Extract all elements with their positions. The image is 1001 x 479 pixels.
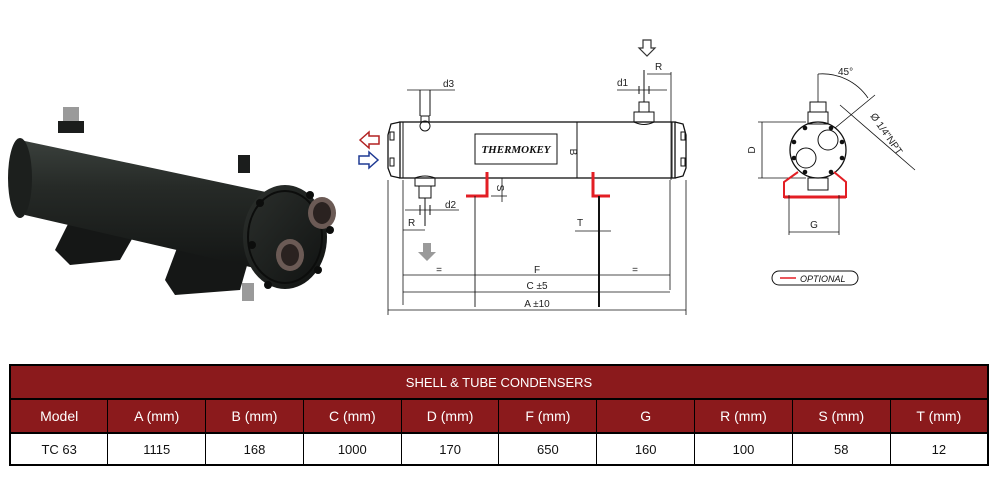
col-header-model: Model — [9, 398, 109, 434]
shell-outline — [399, 121, 676, 179]
cap-bolts — [248, 191, 334, 289]
end-top-fitting — [809, 101, 827, 113]
end-disc — [789, 121, 847, 179]
col-header-d: D (mm) — [400, 398, 500, 434]
right-end-cap — [674, 121, 687, 179]
dim-label-t: T — [577, 218, 583, 229]
cell-b: 168 — [205, 432, 304, 466]
drain-arrow-icon — [418, 243, 436, 261]
spec-table: SHELL & TUBE CONDENSERS Model A (mm) B (… — [9, 364, 989, 466]
dim-label-angle: 45° — [838, 67, 853, 78]
col-header-a: A (mm) — [107, 398, 207, 434]
cell-a: 1115 — [107, 432, 207, 466]
cell-f: 650 — [498, 432, 598, 466]
optional-legend-label: OPTIONAL — [800, 274, 846, 284]
brand-label: THERMOKEY — [481, 144, 551, 156]
cell-r: 100 — [694, 432, 793, 466]
dim-label-g: G — [810, 220, 818, 231]
col-header-g: G — [596, 398, 696, 434]
table-row: TC 63 1115 168 1000 170 650 160 100 58 1… — [9, 432, 989, 466]
dim-label-r-top: R — [655, 62, 662, 73]
cell-g: 160 — [596, 432, 696, 466]
cell-model: TC 63 — [9, 432, 109, 466]
cell-d: 170 — [400, 432, 500, 466]
dim-label-d: D — [747, 146, 758, 153]
dim-label-d1: d1 — [617, 78, 629, 89]
dim-label-eq-right: = — [632, 265, 638, 276]
d1-fitting — [638, 101, 650, 113]
dim-label-npt: Ø 1/4"NPT — [868, 111, 905, 157]
top-inlet-arrow-icon — [637, 39, 657, 57]
optional-legend — [771, 270, 859, 286]
col-header-s: S (mm) — [791, 398, 891, 434]
dim-label-s: S — [494, 185, 505, 192]
table-header-row: Model A (mm) B (mm) C (mm) D (mm) F (mm)… — [9, 398, 989, 434]
right-end-cap — [243, 185, 327, 289]
side-view-drawing: THERMOKEY B d3 d1 R d2 R S T = F = C ±5 — [358, 39, 687, 315]
col-header-b: B (mm) — [205, 398, 304, 434]
brand-plate — [474, 133, 558, 165]
cell-s: 58 — [791, 432, 891, 466]
product-photo — [8, 107, 336, 301]
top-fitting-small — [238, 155, 250, 173]
left-end-cap — [8, 138, 32, 218]
dim-label-r-bottom: R — [408, 218, 415, 229]
dim-label-d2: d2 — [445, 200, 457, 211]
refrigerant-out-arrow-icon — [358, 130, 380, 150]
inlet-fitting — [63, 107, 79, 123]
table-title: SHELL & TUBE CONDENSERS — [9, 364, 989, 400]
optional-feet — [466, 172, 610, 198]
left-end-cap — [387, 121, 401, 179]
d2-fitting — [414, 175, 436, 187]
outlet-fitting — [242, 283, 254, 301]
refrigerant-in-arrow-icon — [358, 150, 380, 170]
dim-label-c: C ±5 — [526, 281, 547, 292]
cell-c: 1000 — [302, 432, 402, 466]
shell-body — [13, 140, 292, 275]
col-header-r: R (mm) — [694, 398, 793, 434]
dim-label-f: F — [534, 265, 540, 276]
col-header-f: F (mm) — [498, 398, 598, 434]
dim-label-a: A ±10 — [524, 299, 550, 310]
col-header-c: C (mm) — [302, 398, 402, 434]
cell-t: 12 — [889, 432, 989, 466]
dim-label-b: B — [567, 149, 578, 156]
end-view-drawing: 45° Ø 1/4"NPT D G OPTIONAL — [747, 67, 916, 286]
optional-support — [783, 171, 847, 198]
dim-label-d3: d3 — [443, 79, 455, 90]
d3-fitting — [419, 120, 431, 132]
col-header-t: T (mm) — [889, 398, 989, 434]
dim-label-eq-left: = — [436, 265, 442, 276]
